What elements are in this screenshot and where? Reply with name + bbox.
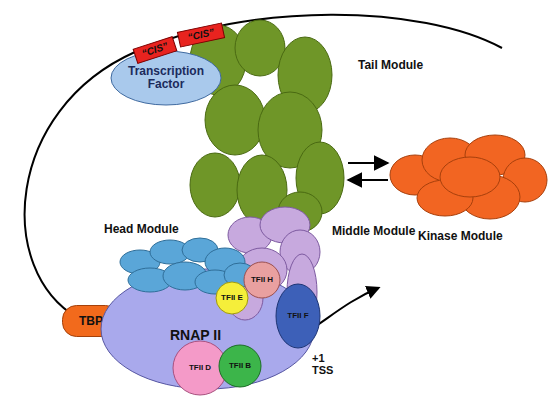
tfiih-factor: TFII H <box>243 261 281 299</box>
module-label: Middle Module <box>332 224 415 238</box>
module-label: Kinase Module <box>418 229 503 243</box>
node-outline <box>388 135 548 225</box>
equilibrium-arrow <box>348 179 388 181</box>
kinase-module: Kinase Module <box>388 135 548 225</box>
node-label: TFII D <box>189 364 211 372</box>
dna-strand <box>25 15 502 318</box>
node-label: TBP <box>79 315 103 328</box>
node-label: TFII B <box>229 362 251 370</box>
tail-module: Tail Module <box>188 22 348 232</box>
node-label: TFII E <box>221 294 243 302</box>
site-label: +1 TSS <box>312 352 342 376</box>
module-label: Head Module <box>104 222 179 236</box>
node-label: TFII F <box>287 312 308 320</box>
node-text-area: TFII H <box>243 261 281 299</box>
node-text-area: TFII B <box>218 344 262 388</box>
equilibrium-arrow <box>348 162 388 164</box>
module-label: Tail Module <box>358 58 423 72</box>
tfiie-factor: TFII E <box>215 281 249 315</box>
transcription-factor: Transcription Factor <box>110 50 222 106</box>
tfiib-factor: TFII B <box>218 344 262 388</box>
node-label: Transcription Factor <box>121 65 211 90</box>
node-outline <box>188 22 348 232</box>
node-text-area: TFII F <box>275 283 321 349</box>
node-text-area: TFII E <box>215 281 249 315</box>
node-label: “CIS” <box>187 27 215 43</box>
node-text-area: Transcription Factor <box>110 50 222 106</box>
tfiif-factor: TFII F <box>275 283 321 349</box>
node-label: TFII H <box>251 276 273 284</box>
node-label: RNAP II <box>170 328 221 343</box>
